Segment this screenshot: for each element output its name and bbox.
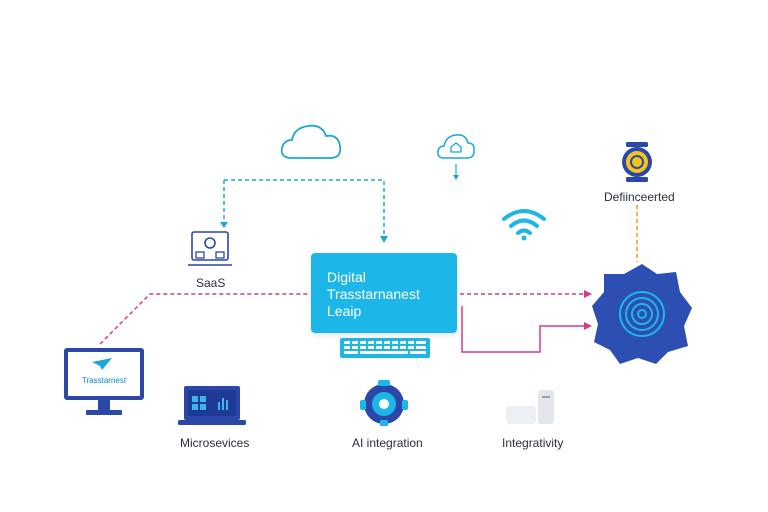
central-display: Digital Trasstarnanest Leaip	[311, 253, 457, 333]
monitor-screen-text: Trasstarnest	[81, 376, 127, 385]
ai-robot-icon	[360, 380, 408, 426]
arrow-node-upper	[584, 290, 592, 298]
arrow-center-top	[380, 236, 388, 243]
server-icon	[506, 390, 554, 424]
arrow-cloudhome	[453, 175, 459, 180]
monitor-icon	[64, 348, 144, 415]
arrow-node-lower	[584, 322, 592, 330]
wifi-icon	[502, 209, 546, 241]
monitor-screen: Trasstarnest	[68, 376, 140, 390]
arrow-saas	[220, 222, 228, 228]
central-line-2: Trasstarnanest	[327, 286, 420, 302]
cloud-icon	[280, 124, 342, 159]
connector-center-node-solid	[461, 306, 588, 353]
coin-icon	[622, 142, 652, 182]
cloud-home-icon	[437, 134, 475, 159]
saas-icon	[188, 231, 232, 266]
central-line-1: Digital	[327, 269, 366, 285]
label-saas: SaaS	[196, 276, 226, 290]
connector-cloud-loop	[224, 179, 385, 240]
label-ai-integration: AI integration	[352, 436, 423, 450]
label-decentralized: Defiinceerted	[604, 190, 675, 204]
central-line-3: Leaip	[327, 303, 362, 319]
network-node-icon	[592, 264, 692, 364]
connector-monitor-center	[99, 293, 308, 345]
laptop-icon	[178, 386, 246, 425]
label-integrativity: Integrativity	[502, 436, 564, 450]
keyboard-icon	[340, 338, 430, 358]
label-microservices: Microsevices	[180, 436, 250, 450]
